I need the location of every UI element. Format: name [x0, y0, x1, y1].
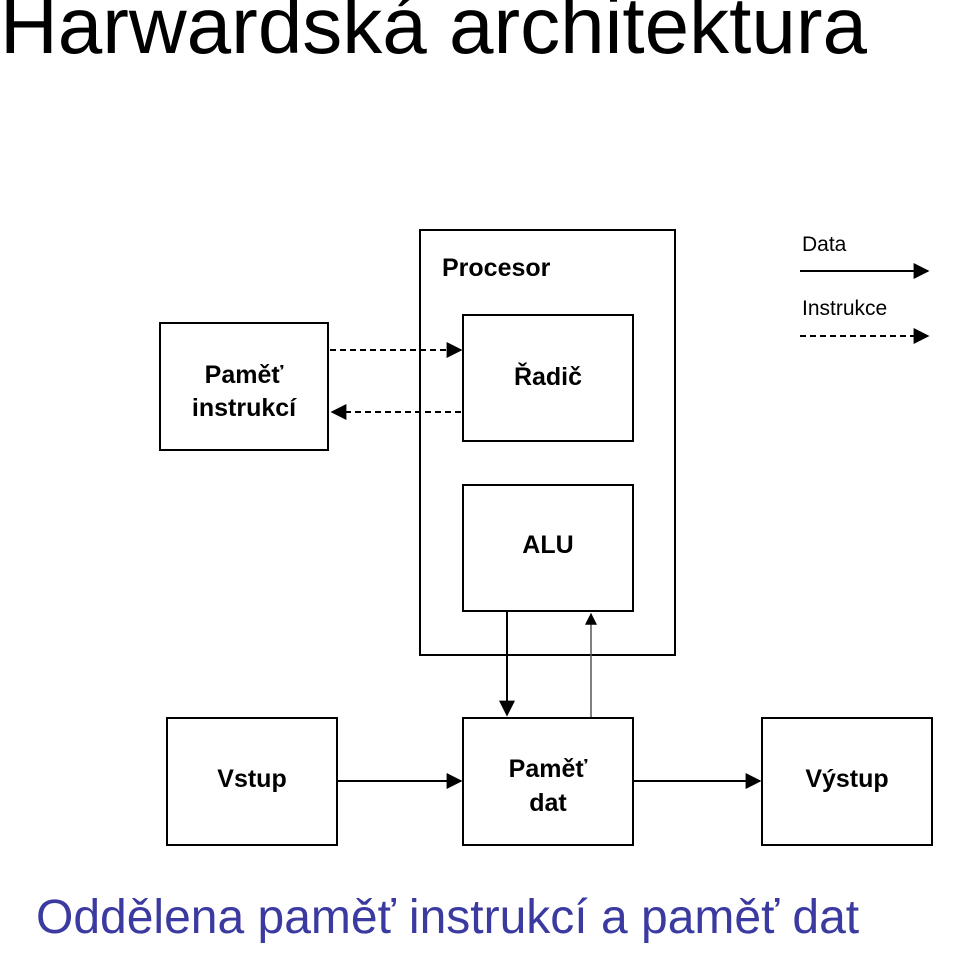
- legend: Data Instrukce: [800, 233, 930, 344]
- input-label: Vstup: [217, 765, 286, 793]
- alu-block: ALU: [462, 484, 634, 612]
- processor-block: Procesor: [419, 229, 676, 656]
- data-memory-label-line2: dat: [529, 789, 567, 817]
- controller-block: Řadič: [462, 314, 634, 442]
- legend-instructions-label: Instrukce: [802, 297, 887, 320]
- legend-data-label: Data: [802, 233, 847, 256]
- alu-label: ALU: [522, 531, 573, 559]
- controller-label: Řadič: [514, 361, 582, 391]
- output-block: Výstup: [761, 717, 933, 846]
- instruction-memory-block: Paměť instrukcí: [159, 322, 329, 451]
- caption: Oddělena paměť instrukcí a paměť dat: [36, 891, 860, 944]
- data-memory-block: Paměť dat: [462, 717, 634, 846]
- input-block: Vstup: [166, 717, 338, 846]
- processor-label: Procesor: [442, 254, 551, 282]
- instruction-memory-label-line2: instrukcí: [192, 394, 297, 422]
- page-title: Harwardská architektura: [0, 0, 867, 70]
- data-memory-label-line1: Paměť: [509, 755, 588, 783]
- instruction-memory-label-line1: Paměť: [205, 361, 284, 389]
- output-label: Výstup: [805, 765, 888, 793]
